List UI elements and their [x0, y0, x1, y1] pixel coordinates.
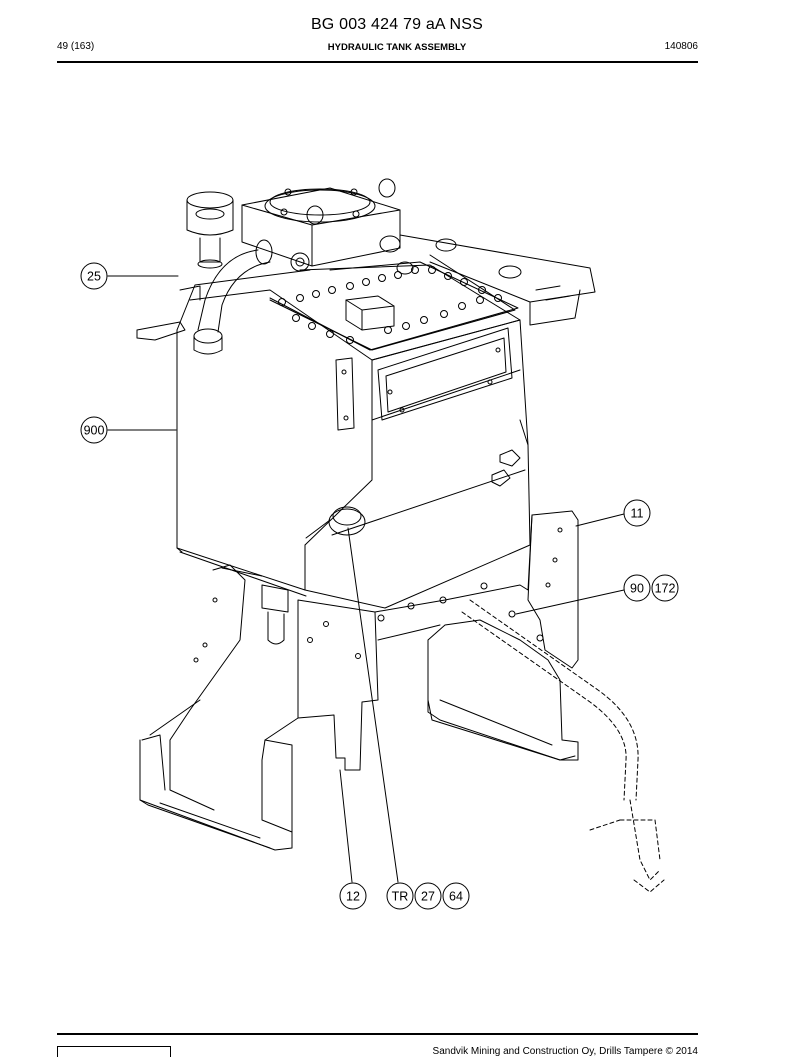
suction-hose — [193, 239, 273, 355]
svg-text:27: 27 — [421, 890, 435, 904]
frame-legs — [139, 510, 579, 851]
callout-tr: TR — [386, 882, 414, 910]
page-number: 49 (163) — [57, 41, 95, 52]
breather — [186, 191, 234, 269]
callout-25: 25 — [80, 262, 108, 290]
svg-text:11: 11 — [631, 507, 644, 521]
svg-text:90: 90 — [630, 582, 644, 596]
tank-top — [136, 234, 596, 361]
svg-text:172: 172 — [655, 582, 676, 596]
leader-lines — [107, 275, 625, 883]
callout-900: 900 — [80, 416, 108, 444]
footer-copyright: Sandvik Mining and Construction Oy, Dril… — [432, 1046, 698, 1057]
page-title: HYDRAULIC TANK ASSEMBLY — [327, 42, 467, 53]
sandvik-logo — [57, 1046, 171, 1057]
phantom-hose — [461, 599, 665, 893]
callout-12: 12 — [339, 882, 367, 910]
svg-text:25: 25 — [87, 270, 101, 284]
return-filter — [241, 178, 414, 275]
svg-text:12: 12 — [346, 890, 360, 904]
callout-172: 172 — [651, 574, 679, 602]
tank-body — [176, 269, 531, 609]
callout-27: 27 — [414, 882, 442, 910]
svg-text:64: 64 — [449, 890, 463, 904]
callout-11: 11 — [623, 499, 651, 527]
callout-64: 64 — [442, 882, 470, 910]
header-rule — [57, 61, 698, 63]
footer-rule — [57, 1033, 698, 1035]
svg-text:TR: TR — [392, 890, 409, 904]
date-code: 140806 — [664, 41, 698, 52]
callout-90: 90 — [623, 574, 651, 602]
document-number: BG 003 424 79 aA NSS — [310, 16, 484, 33]
svg-text:900: 900 — [84, 424, 105, 438]
drain-fitting — [221, 567, 289, 645]
